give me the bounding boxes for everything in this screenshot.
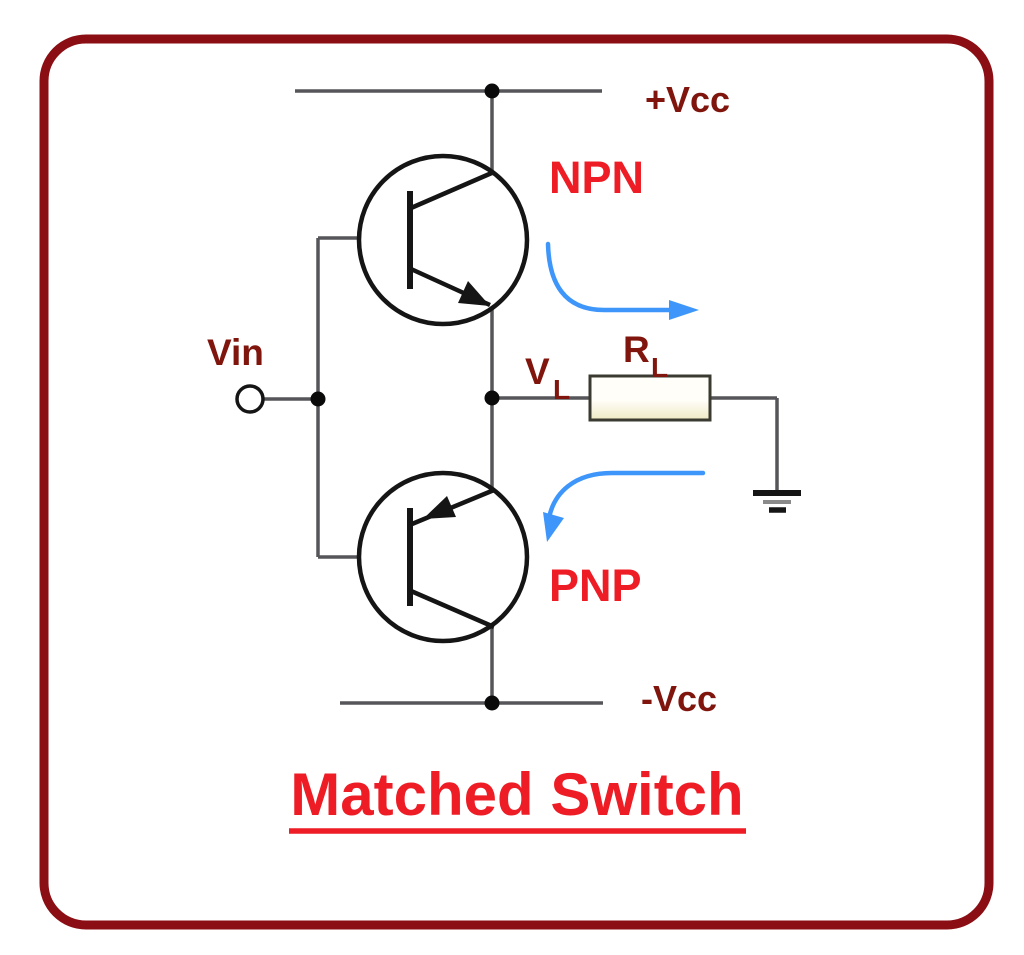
frame-border <box>39 34 994 930</box>
current-flow-arrowhead-right-icon <box>669 300 699 320</box>
current-flow-arrow-npn <box>545 241 675 313</box>
positive-supply-label: +Vcc <box>645 79 730 120</box>
diagram-title: Matched Switch <box>290 761 743 828</box>
junction-dots <box>310 83 500 711</box>
input-voltage-label: Vin <box>207 332 264 373</box>
load-resistor <box>588 374 712 422</box>
load-voltage-label: V <box>525 351 550 392</box>
load-resistor-subscript: L <box>651 352 668 383</box>
transistor-type-labels: NPN PNP <box>549 152 644 611</box>
npn-emitter-arrow-icon <box>458 281 490 306</box>
pnp-label: PNP <box>549 560 642 611</box>
ground-icon <box>753 490 801 513</box>
input-terminal-icon <box>235 384 265 414</box>
current-arrowheads <box>543 300 699 542</box>
pnp-collector-lead <box>410 588 495 630</box>
current-flow-arrowhead-down-icon <box>543 512 564 542</box>
npn-collector-lead <box>410 169 495 211</box>
node-labels: +Vcc -Vcc Vin V L R L <box>207 79 730 719</box>
negative-supply-label: -Vcc <box>641 678 717 719</box>
emitter-arrowheads <box>423 281 490 519</box>
npn-label: NPN <box>549 152 644 203</box>
pnp-emitter-arrow-icon <box>423 496 456 519</box>
junction-dot <box>484 390 500 406</box>
current-flow-arrow-pnp <box>546 470 706 521</box>
pnp-transistor-body <box>356 470 530 644</box>
load-voltage-subscript: L <box>553 374 570 405</box>
junction-dot <box>310 391 326 407</box>
npn-transistor-body <box>356 153 530 327</box>
load-resistor-label: R <box>623 329 650 370</box>
current-flow-arrows <box>545 241 706 521</box>
junction-dot <box>484 695 500 711</box>
junction-dot <box>484 83 500 99</box>
